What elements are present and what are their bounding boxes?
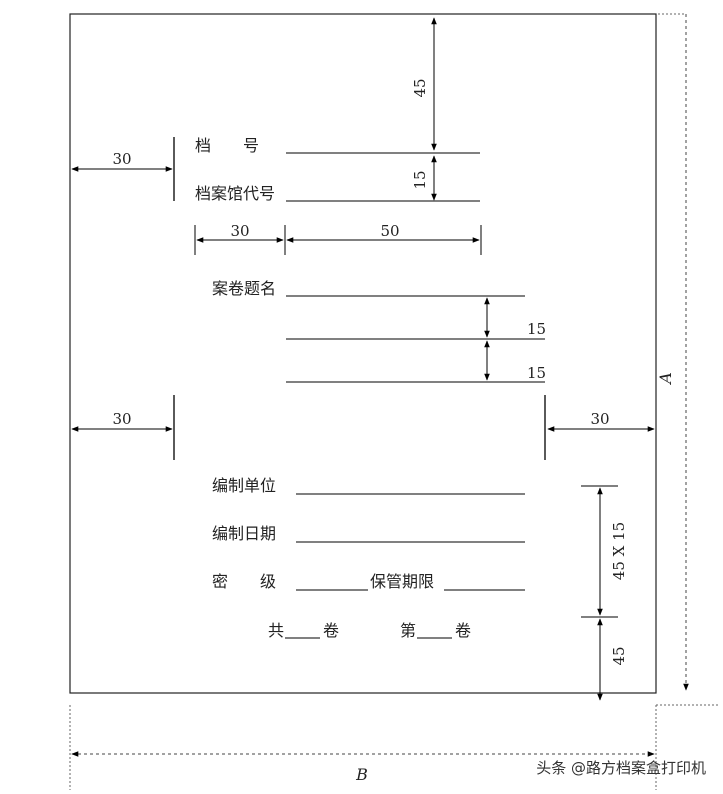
dim-45x15-text: 45 X 15 [610,522,628,580]
label-compile-date: 编制日期 [212,524,276,543]
label-retention: 保管期限 [370,572,434,591]
label-compiler: 编制单位 [212,476,276,495]
dim-gap-15-c: 15 [484,340,546,382]
label-secret: 密 级 [212,572,276,591]
dim-right-30-text: 30 [590,410,609,428]
label-vol2: 卷 [455,621,471,640]
dim-widths-30-50: 30 50 [194,222,482,255]
dimension-A: A [656,13,689,691]
dim-B-label: B [355,765,368,784]
dim-gap-15-a-text: 15 [411,170,429,189]
label-total: 共 [268,621,284,640]
dim-top-45: 45 [411,17,437,151]
dim-45x15: 45 X 15 [581,485,628,618]
dim-left-30-a: 30 [71,137,175,201]
dim-A-label: A [656,372,675,386]
page-border [69,13,657,694]
label-vol: 卷 [323,621,339,640]
dim-w-50-text: 50 [380,222,399,240]
dim-gap-15-b-text: 15 [527,320,546,338]
dim-top-45-text: 45 [411,78,429,97]
watermark: 头条 @路方档案盒打印机 [536,759,706,777]
label-case-title: 案卷题名 [212,279,276,298]
dim-left-30-a-text: 30 [112,150,131,168]
dimension-B: B [69,704,718,790]
label-archive-code: 档案馆代号 [195,184,275,203]
dim-gap-15-b: 15 [484,297,546,338]
dim-gap-15-c-text: 15 [527,364,546,382]
label-nth: 第 [400,621,416,640]
dim-bottom-45: 45 [597,618,628,701]
dim-left-30-b-text: 30 [112,410,131,428]
label-archive-no: 档 号 [195,136,259,155]
dim-right-30: 30 [544,395,655,460]
dim-left-30-b: 30 [71,395,175,460]
dim-w-30-text: 30 [230,222,249,240]
dim-gap-15-a: 15 [411,155,437,201]
dim-bottom-45-text: 45 [610,646,628,665]
